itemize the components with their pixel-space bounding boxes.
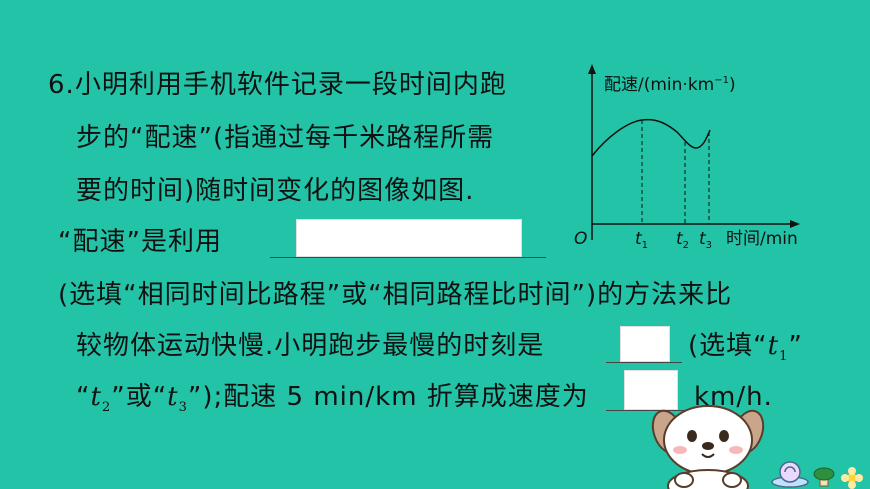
question-text-6-post: (选填“ [688, 331, 768, 361]
flower-icon [841, 467, 863, 489]
t1-label: t1 [635, 229, 648, 251]
question-number: 6. [48, 70, 75, 100]
question-line-1: 6.小明利用手机软件记录一段时间内跑 [48, 70, 507, 100]
answer-underline-2 [606, 362, 682, 363]
question-text-1: 小明利用手机软件记录一段时间内跑 [74, 70, 507, 100]
t3-label: t3 [699, 229, 712, 251]
y-axis-label: 配速/(min·km−1) [604, 75, 736, 95]
quote-open: “ [76, 382, 91, 412]
pace-time-graph: 配速/(min·km−1) O t1 t2 t3 时间/min [574, 64, 800, 251]
option-t1: t1 [767, 331, 789, 364]
origin-label: O [574, 229, 587, 249]
y-axis-arrow-icon [588, 64, 596, 74]
question-line-6-tail: (选填“t1” [688, 331, 803, 372]
option-t3: t3 [167, 382, 188, 415]
mushroom-icon [813, 467, 835, 487]
answer-blank-2[interactable] [620, 326, 670, 362]
t2-label: t2 [676, 229, 689, 251]
answer-blank-3[interactable] [624, 370, 678, 410]
quote-mid: ”或“ [111, 382, 168, 412]
option-t2: t2 [90, 382, 112, 415]
snail-icon [771, 461, 809, 488]
answer-underline-1 [270, 257, 546, 258]
question-text-6-end: ” [788, 331, 803, 361]
question-line-2: 步的“配速”(指通过每千米路程所需 [76, 123, 495, 153]
question-text-7: ”);配速 5 min/km 折算成速度为 [187, 382, 589, 412]
question-text-6: 较物体运动快慢.小明跑步最慢的时刻是 [76, 331, 545, 361]
question-line-5: (选填“相同时间比路程”或“相同路程比时间”)的方法来比 [58, 280, 733, 310]
question-line-3: 要的时间)随时间变化的图像如图. [76, 176, 475, 206]
answer-underline-3 [606, 410, 686, 411]
question-line-6: 较物体运动快慢.小明跑步最慢的时刻是 [76, 331, 544, 361]
pace-curve [591, 118, 711, 157]
question-line-7: “t2”或“t3”);配速 5 min/km 折算成速度为 [76, 382, 589, 423]
cartoon-dog-icon [651, 405, 863, 489]
x-axis-label: 时间/min [726, 229, 798, 249]
question-line-4: “配速”是利用 [58, 227, 222, 257]
x-axis-arrow-icon [790, 220, 800, 228]
answer-blank-1[interactable] [296, 219, 522, 257]
